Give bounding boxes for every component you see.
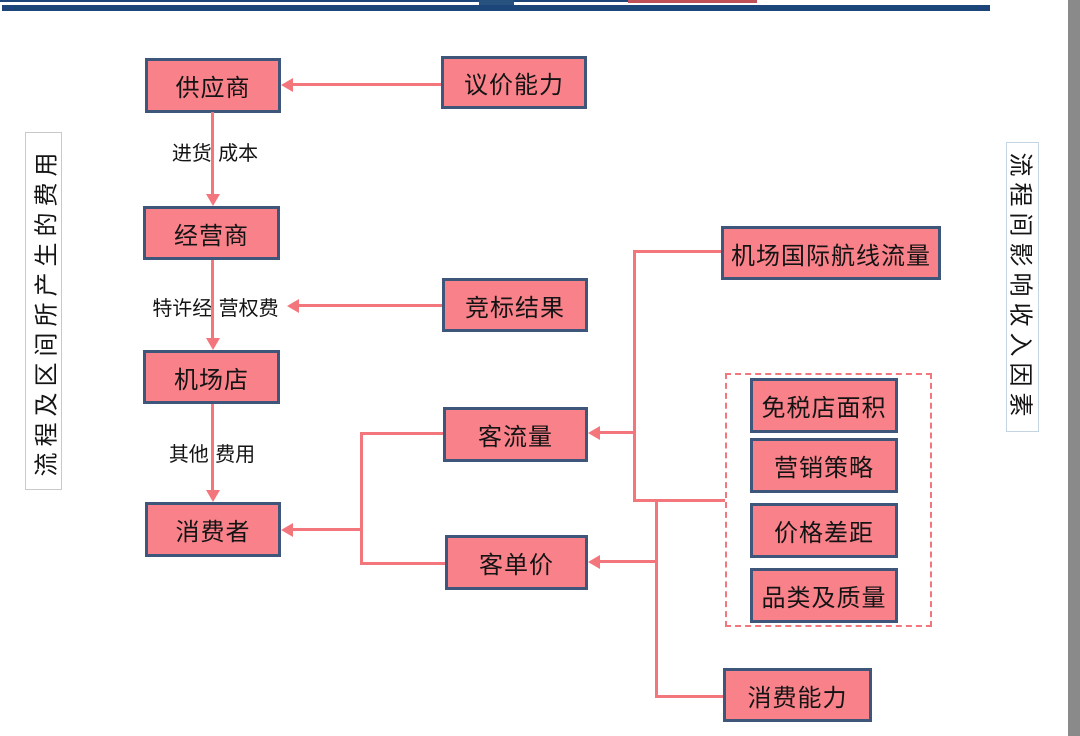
arrowhead-into-avg-ticket	[588, 555, 600, 569]
connector-into-customer-traffic	[600, 431, 635, 434]
node-category-quality: 品类及质量	[750, 568, 898, 623]
node-price-gap: 价格差距	[750, 503, 898, 558]
node-consumer: 消费者	[145, 502, 281, 557]
left-side-label: 流程及区间所产生的费用	[32, 146, 60, 476]
connector-consumption-power-elbow	[655, 695, 723, 698]
arrowhead-into-franchise-label	[287, 299, 299, 313]
arrowhead-into-customer-traffic	[588, 426, 600, 440]
top-edge-tab	[479, 0, 514, 5]
arrowhead-into-operator	[206, 194, 220, 206]
edge-label-franchise-fee: 特许经 营权费	[148, 293, 283, 320]
connector-tree-vertical-lower	[655, 499, 658, 698]
arrowhead-into-supplier	[281, 78, 293, 92]
node-customer-traffic: 客流量	[443, 407, 588, 462]
top-edge-red-strip	[628, 0, 757, 3]
node-airport-store: 机场店	[143, 350, 280, 404]
top-edge-navy-strip	[0, 0, 628, 2]
connector-intl-traffic-elbow-h	[633, 250, 721, 253]
edge-label-purchase-cost: 进货 成本	[160, 138, 270, 165]
node-operator: 经营商	[143, 206, 280, 260]
connector-bidding-to-franchise-label	[299, 304, 442, 307]
scrollbar[interactable]	[1068, 0, 1080, 736]
influence-factor-group-frame	[725, 373, 932, 627]
node-dutyfree-area: 免税店面积	[750, 378, 898, 433]
arrowhead-into-consumer-right	[281, 523, 293, 537]
node-bargaining-power: 议价能力	[441, 56, 587, 109]
arrowhead-into-airport-store	[206, 338, 220, 350]
bracket-vertical	[360, 432, 363, 565]
arrowhead-into-consumer-top	[206, 490, 220, 502]
slide-top-rule	[2, 5, 990, 11]
right-side-label-box: 流程间影响收入因素	[1006, 142, 1039, 432]
node-supplier: 供应商	[145, 58, 281, 113]
connector-tree-vertical-upper	[633, 250, 636, 502]
connector-into-avg-ticket	[600, 560, 657, 563]
connector-airport-store-to-consumer	[211, 404, 214, 492]
connector-tree-to-dashed-group	[633, 499, 725, 502]
bracket-traffic-top	[360, 432, 443, 435]
node-bidding-result: 竞标结果	[442, 278, 588, 332]
node-marketing-strategy: 营销策略	[750, 438, 898, 493]
bracket-ticket-bottom	[360, 562, 445, 565]
right-side-label: 流程间影响收入因素	[1006, 152, 1034, 422]
connector-supplier-to-operator	[211, 112, 214, 196]
connector-operator-to-airport-store	[211, 260, 214, 340]
connector-bracket-to-consumer	[293, 528, 362, 531]
left-side-label-box: 流程及区间所产生的费用	[25, 132, 62, 490]
node-intl-route-traffic: 机场国际航线流量	[721, 226, 941, 280]
node-avg-ticket-price: 客单价	[445, 535, 588, 590]
node-consumption-power: 消费能力	[723, 668, 872, 722]
connector-bargaining-to-supplier	[293, 83, 441, 86]
